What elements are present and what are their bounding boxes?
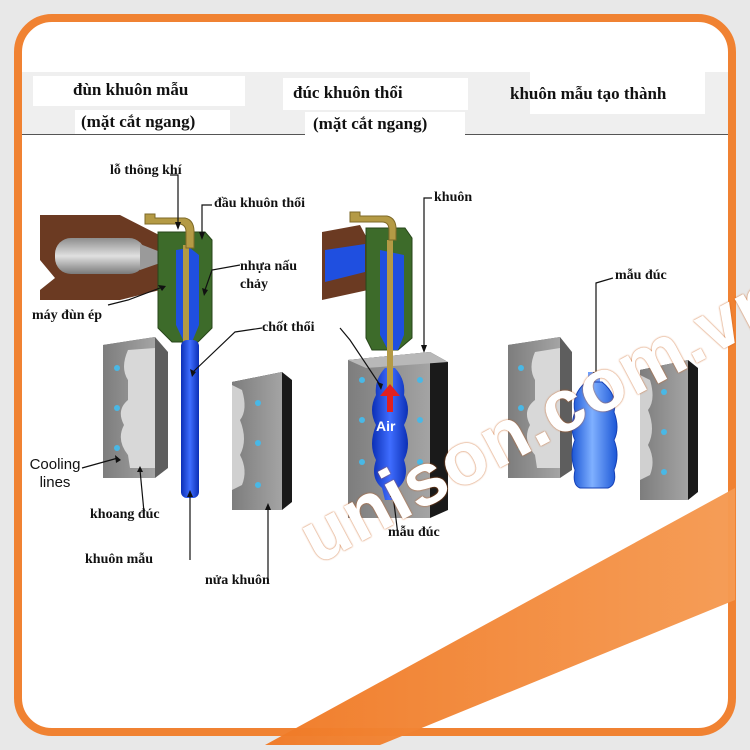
label-mold: khuôn [434,190,473,205]
leader-lines [81,174,614,578]
label-molten-plastic: nhựa nấu chảy [240,258,310,294]
bottle-product [571,372,618,489]
label-half-mold: nửa khuôn [205,573,270,588]
label-molten-plastic-text: nhựa nấu chảy [240,259,298,292]
air-arrow [380,384,400,412]
header-extrusion: đùn khuôn mẫu [33,76,245,106]
mold-half-left-3 [508,337,572,478]
label-vent-hole: lỗ thông khí [110,163,182,178]
extruder [40,215,178,300]
mold-half-right-1 [232,372,292,510]
mold-half-left-1 [103,337,168,478]
blown-part-in-mold [372,368,408,500]
vent-pipe [144,213,195,249]
label-blow-head: đầu khuôn thổi [214,196,306,211]
die-head [157,231,213,345]
die-head-2 [365,227,413,370]
header-extrusion-line1: đùn khuôn mẫu [73,80,189,99]
label-extruder: máy đùn ép [32,308,103,323]
label-cooling-lines-text: Cooling lines [29,456,81,491]
header-blow-line1: đúc khuôn thổi [293,83,403,102]
label-mold-cavity: khoang đúc [90,507,160,522]
leader-arrowheads [115,222,599,510]
label-molded-part-middle: mẫu đúc [388,525,440,540]
header-blow-sub: (mặt cắt ngang) [305,112,465,136]
header-extrusion-line2: (mặt cắt ngang) [81,112,196,131]
label-blow-pin: chốt thổi [262,320,315,335]
extruder-2 [322,225,368,300]
watermark-band [265,488,735,745]
header-result-text: khuôn mẫu tạo thành [510,84,667,103]
header-extrusion-sub: (mặt cắt ngang) [75,110,230,134]
vent-pipe-2 [349,211,397,241]
label-molded-part-right: mẫu đúc [615,268,667,283]
header-blow-line2: (mặt cắt ngang) [313,114,428,133]
label-air: Air [376,418,396,434]
label-cooling-lines: Cooling lines [24,456,86,492]
header-blow: đúc khuôn thổi [283,78,468,110]
parison [181,340,199,498]
cooling-line-dots [114,365,667,488]
label-parison: khuôn mẫu [85,552,154,567]
blow-pin-2 [387,350,393,390]
header-result: khuôn mẫu tạo thành [510,72,705,114]
